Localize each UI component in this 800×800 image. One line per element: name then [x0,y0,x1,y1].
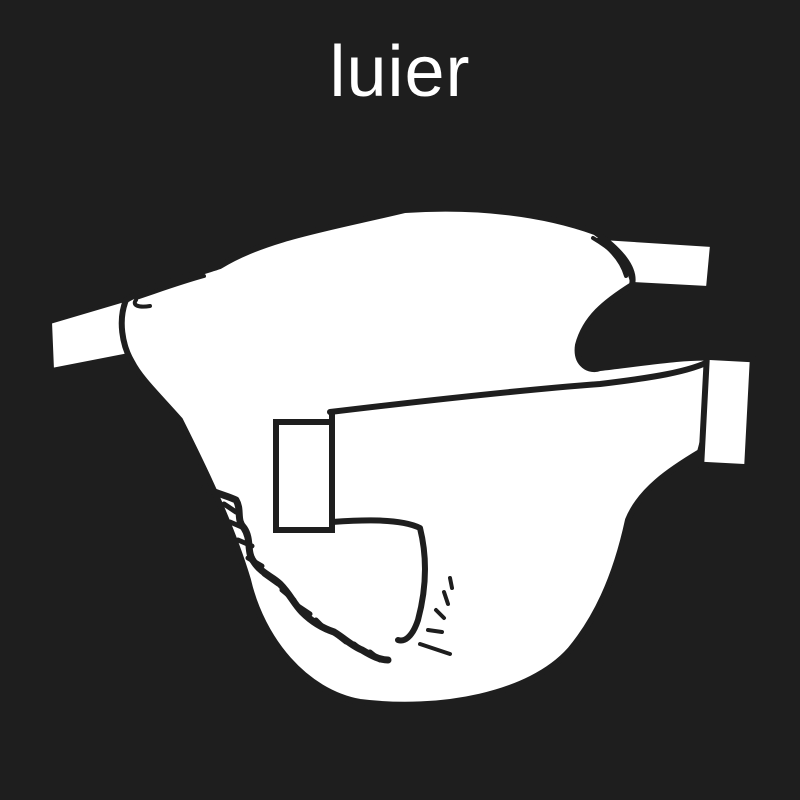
tab-flap [329,409,429,644]
right-cuff [591,236,634,284]
diaper-body [118,205,716,708]
left-cuff [132,274,206,309]
fastening-tab [273,419,335,533]
left-side-shade [178,418,212,482]
diaper-illustration [48,205,756,708]
pictogram-title: luier [329,32,471,112]
sparkle-marks [418,576,454,656]
front-panel-edge [327,357,715,415]
leg-ruffle-teeth [221,501,383,663]
right-side-tab [698,353,756,471]
